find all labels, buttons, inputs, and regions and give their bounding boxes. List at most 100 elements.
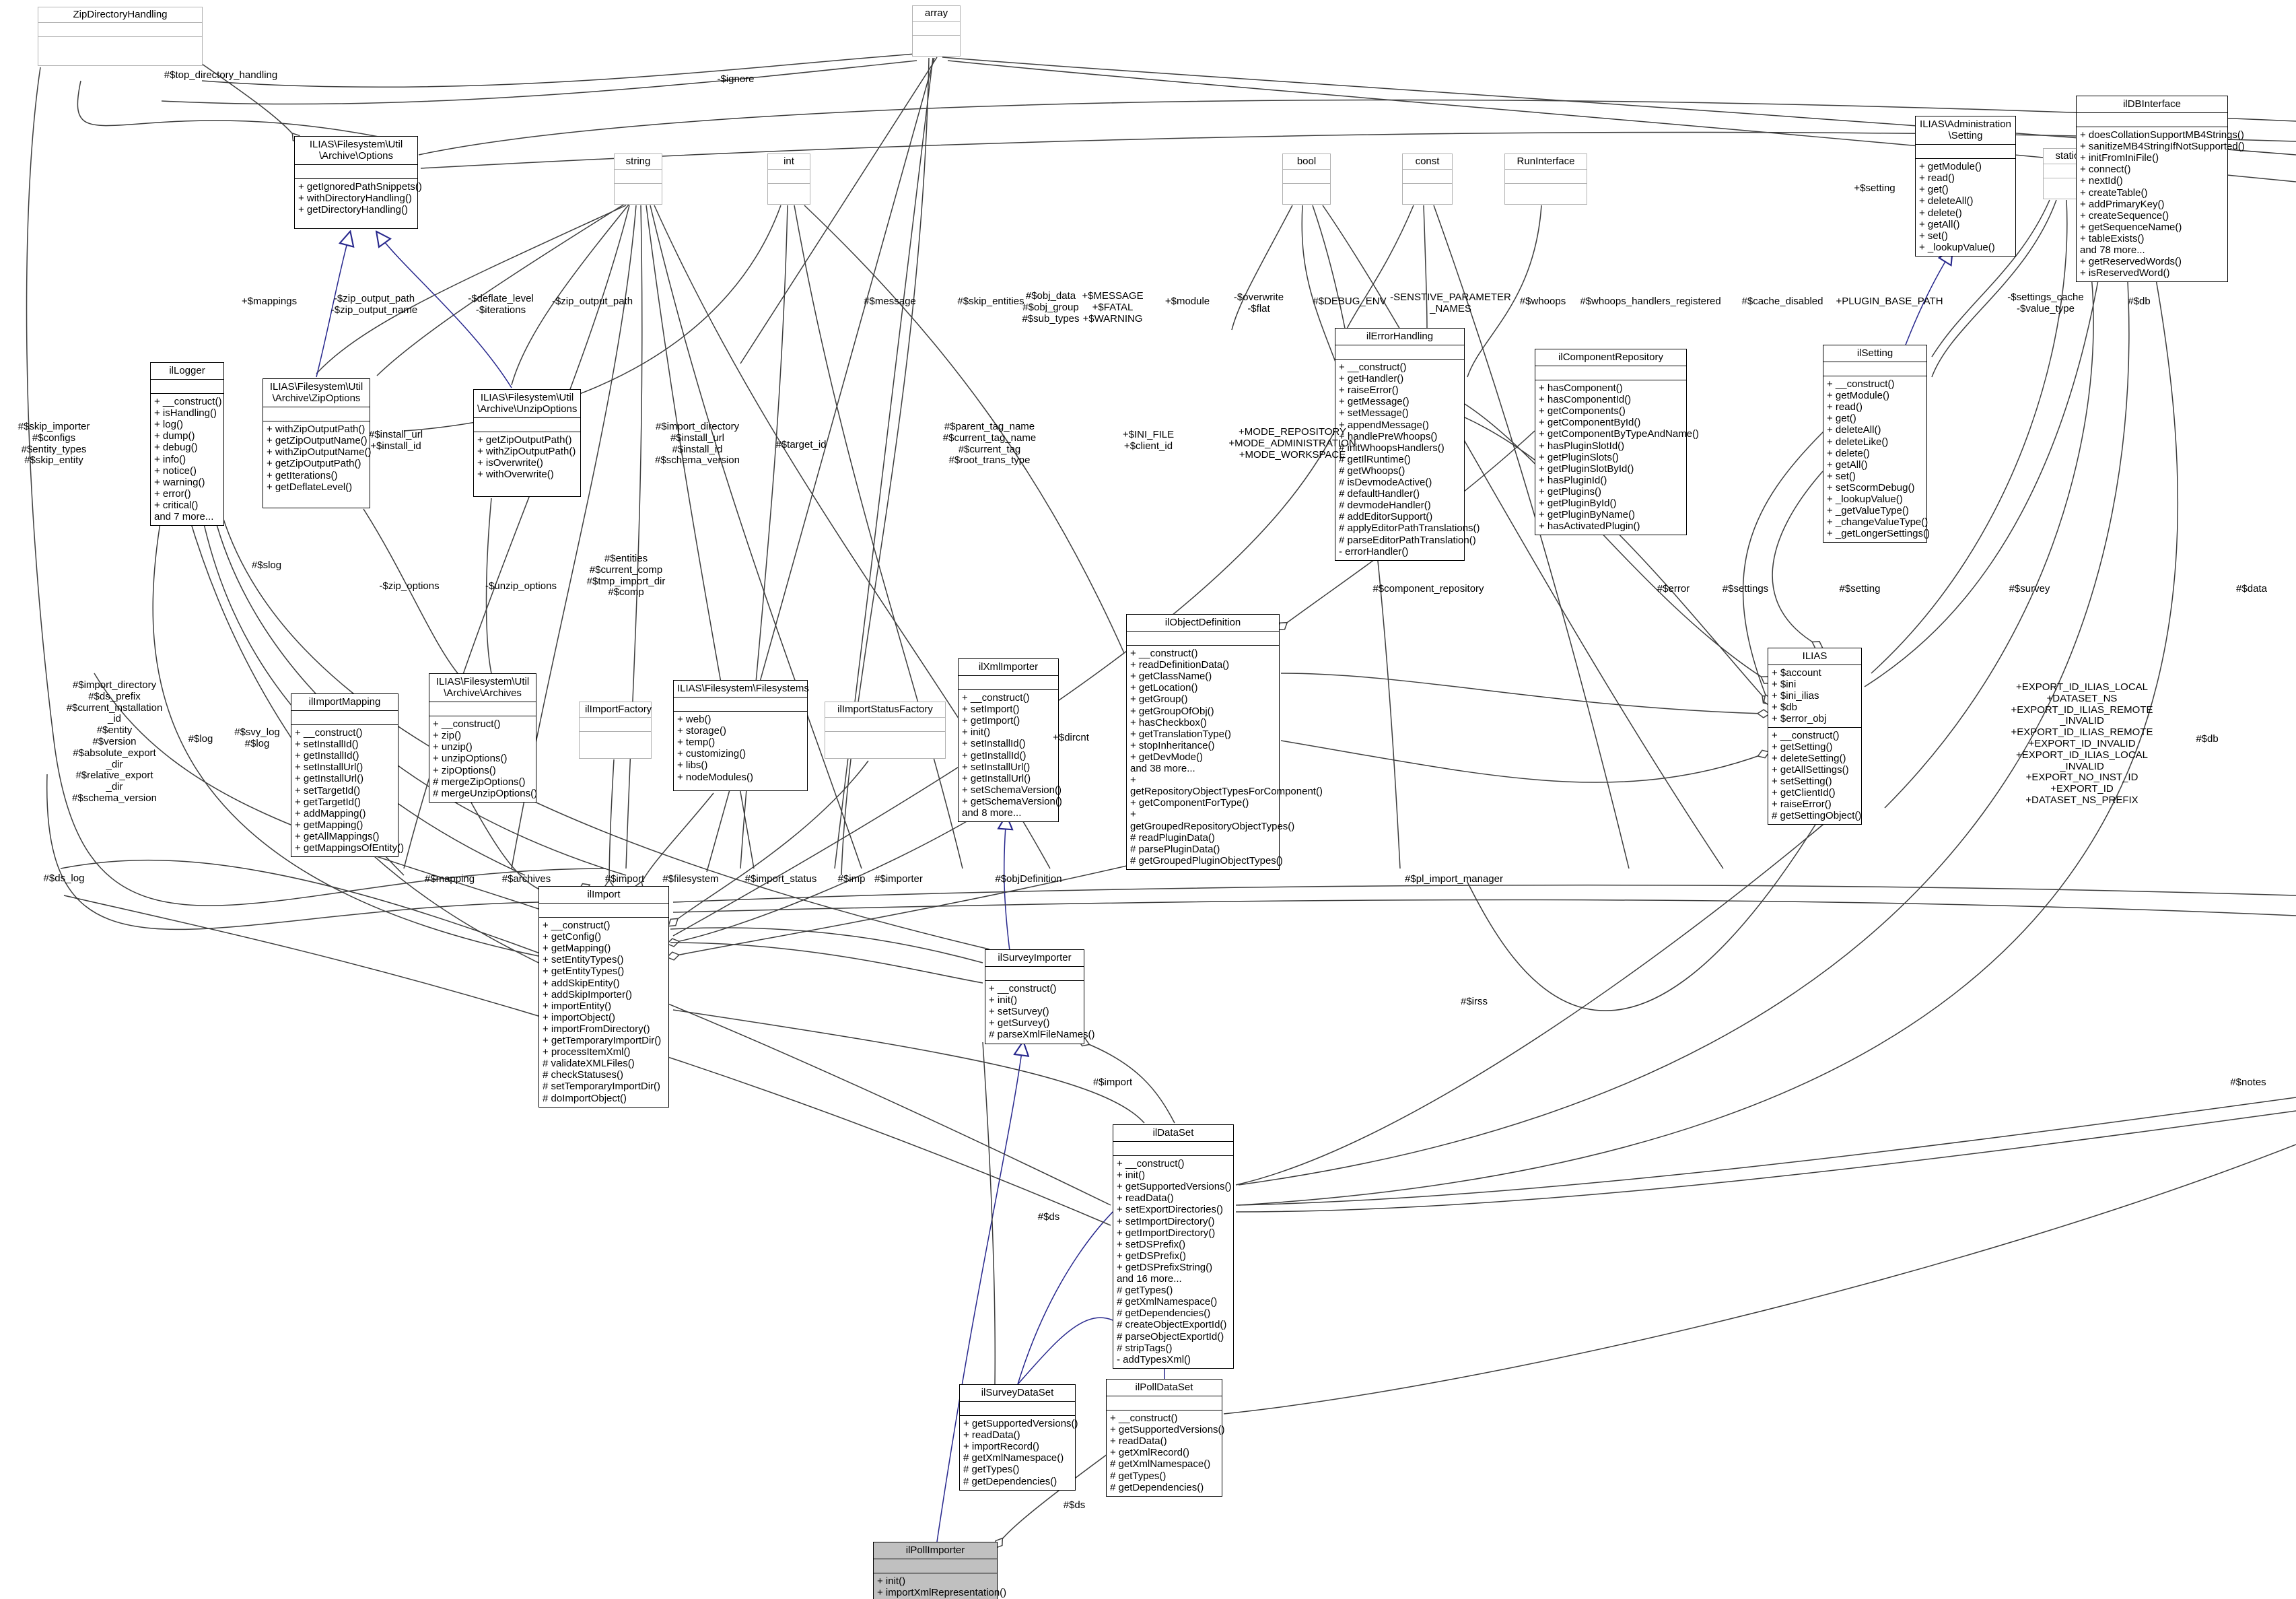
class-operation: # getDependencies() bbox=[1110, 1481, 1204, 1493]
class-operation: # getTypes() bbox=[1117, 1285, 1173, 1297]
class-node-title: ILIAS\Filesystem\Util \Archive\Archives bbox=[429, 674, 536, 703]
class-operation: + setEntityTypes() bbox=[543, 954, 624, 966]
class-node-attributes bbox=[674, 698, 807, 712]
edge-label: #$imp bbox=[837, 873, 866, 885]
class-node-title: ILIAS\Filesystem\Util \Archive\Options bbox=[295, 137, 417, 166]
class-node-runinterface[interactable]: RunInterface bbox=[1504, 154, 1587, 205]
edge-label: #$importer bbox=[874, 873, 923, 885]
class-node-ilias-filesystem-util-archive-archives[interactable]: ILIAS\Filesystem\Util \Archive\Archives +… bbox=[429, 673, 537, 803]
class-node-ilxmlimporter[interactable]: ilXmlImporter+ __construct()+ setImport(… bbox=[958, 658, 1062, 823]
class-operation: + importObject() bbox=[543, 1011, 615, 1023]
class-operation: + readData() bbox=[1110, 1435, 1167, 1448]
class-operation: and 8 more... bbox=[962, 807, 1022, 819]
class-node-ilobjectdefinition[interactable]: ilObjectDefinition+ __construct()+ readD… bbox=[1126, 614, 1323, 870]
class-node-title: ilLogger bbox=[151, 363, 223, 380]
class-operation: + error() bbox=[154, 487, 191, 500]
class-node-ilias-filesystem-util-archive-zipoptions[interactable]: ILIAS\Filesystem\Util \Archive\ZipOption… bbox=[263, 378, 371, 508]
class-operation: + getModule() bbox=[1827, 390, 1889, 402]
class-attribute: + $error_obj bbox=[1772, 713, 1827, 725]
class-operation: + getRepositoryObjectTypesForComponent() bbox=[1130, 774, 1323, 798]
class-node-title: ilErrorHandling bbox=[1335, 329, 1464, 346]
class-operation: + importRecord() bbox=[963, 1441, 1039, 1453]
class-operation: and 38 more... bbox=[1130, 763, 1195, 775]
edge-label: #$pl_import_manager bbox=[1405, 873, 1503, 885]
class-operation: + getPluginSlots() bbox=[1539, 451, 1619, 463]
class-operation: + unzip() bbox=[433, 741, 473, 753]
class-node-operations: + doesCollationSupportMB4Strings()+ sani… bbox=[2077, 127, 2245, 281]
class-operation: + _getValueType() bbox=[1827, 505, 1909, 517]
class-node-const[interactable]: const bbox=[1402, 154, 1453, 205]
class-operation: + libs() bbox=[677, 759, 708, 772]
class-operation: # getXmlNamespace() bbox=[963, 1452, 1064, 1464]
edge-label: +EXPORT_ID_ILIAS_LOCAL +DATASET_NS +EXPO… bbox=[2011, 681, 2153, 806]
class-node-attributes bbox=[1107, 1396, 1222, 1411]
class-operation: + getLocation() bbox=[1130, 682, 1198, 694]
class-node-operations bbox=[1505, 184, 1587, 197]
class-node-ildataset[interactable]: ilDataSet+ __construct()+ init()+ getSup… bbox=[1113, 1124, 1234, 1369]
class-operation: + handlePreWhoops() bbox=[1339, 430, 1438, 442]
class-operation: + delete() bbox=[1919, 207, 1962, 219]
class-node-ilimportmapping[interactable]: ilImportMapping+ __construct()+ setInsta… bbox=[291, 693, 405, 858]
class-node-operations: + web()+ storage()+ temp()+ customizing(… bbox=[674, 712, 807, 786]
edge-label: #$parent_tag_name #$current_tag_name #$c… bbox=[942, 421, 1037, 467]
class-operation: + delete() bbox=[1827, 447, 1870, 459]
class-operation: + importEntity() bbox=[543, 1000, 612, 1012]
class-operation: + setImport() bbox=[962, 704, 1020, 716]
class-node-operations: + __construct()+ getHandler()+ raiseErro… bbox=[1335, 360, 1480, 560]
class-operation: + readData() bbox=[1117, 1192, 1174, 1204]
class-node-int[interactable]: int bbox=[767, 154, 810, 205]
class-node-string[interactable]: string bbox=[614, 154, 662, 205]
class-attribute: + $ini_ilias bbox=[1772, 690, 1819, 702]
class-node-ilias-filesystem-util-archive-unzipoptions[interactable]: ILIAS\Filesystem\Util \Archive\UnzipOpti… bbox=[473, 389, 581, 497]
class-operation: + getMappingsOfEntity() bbox=[295, 842, 405, 854]
class-node-ilsurveyimporter[interactable]: ilSurveyImporter+ __construct()+ init()+… bbox=[985, 949, 1095, 1044]
edge-label: #$cache_disabled bbox=[1741, 296, 1823, 307]
class-node-ilias-filesystem-filesystems[interactable]: ILIAS\Filesystem\Filesystems+ web()+ sto… bbox=[673, 680, 809, 791]
class-node-ilerrorhandling[interactable]: ilErrorHandling + __construct()+ getHandl… bbox=[1335, 328, 1480, 561]
class-node-array[interactable]: array bbox=[912, 5, 961, 57]
class-node-operations: + __construct()+ getSetting()+ deleteSet… bbox=[1768, 728, 1861, 825]
class-node-zipdirectoryhandling[interactable]: ZipDirectoryHandling bbox=[38, 7, 203, 66]
class-node-operations bbox=[38, 37, 202, 50]
class-operation: + getEntityTypes() bbox=[543, 965, 625, 978]
class-node-attributes bbox=[1505, 170, 1587, 184]
edge-label: #$irss bbox=[1460, 996, 1488, 1007]
class-node-ilimportfactory[interactable]: ilImportFactory bbox=[579, 702, 652, 759]
class-operation: + __construct() bbox=[1827, 378, 1895, 390]
class-node-ilias[interactable]: ILIAS+ $account+ $ini+ $ini_ilias+ $db+ … bbox=[1768, 648, 1862, 825]
class-node-ilcomponentrepository[interactable]: ilComponentRepository+ hasComponent()+ h… bbox=[1535, 349, 1699, 536]
class-operation: + getDevMode() bbox=[1130, 751, 1203, 763]
class-node-title: ilPollImporter bbox=[874, 1542, 997, 1560]
class-operation: + set() bbox=[1827, 470, 1856, 482]
class-node-ilpollimporter[interactable]: ilPollImporter+ init()+ importXmlReprese… bbox=[873, 1542, 1006, 1599]
class-node-bool[interactable]: bool bbox=[1282, 154, 1331, 205]
class-node-title: ZipDirectoryHandling bbox=[38, 7, 202, 24]
class-node-ilpolldataset[interactable]: ilPollDataSet+ __construct()+ getSupport… bbox=[1106, 1379, 1225, 1497]
edge-label: +$mappings bbox=[241, 296, 298, 307]
class-operation: # defaultHandler() bbox=[1339, 488, 1420, 500]
class-node-illogger[interactable]: ilLogger+ __construct()+ isHandling()+ l… bbox=[150, 362, 224, 526]
edge-label: #$objDefinition bbox=[995, 873, 1062, 885]
class-node-ilimportstatusfactory[interactable]: ilImportStatusFactory bbox=[825, 702, 946, 759]
class-operation: + _lookupValue() bbox=[1827, 494, 1903, 506]
class-operation: + getIterations() bbox=[267, 469, 338, 481]
class-operation: + init() bbox=[962, 726, 991, 739]
class-operation: + getModule() bbox=[1919, 161, 1982, 173]
class-node-ilsurveydataset[interactable]: ilSurveyDataSet+ getSupportedVersions()+… bbox=[959, 1384, 1078, 1491]
class-operation: + _lookupValue() bbox=[1919, 241, 1995, 253]
class-operation: + setMessage() bbox=[1339, 407, 1409, 419]
class-node-ilsetting[interactable]: ilSetting+ __construct()+ getModule()+ r… bbox=[1823, 345, 1930, 543]
edge-label: -$ignore bbox=[717, 73, 755, 85]
class-operation: + __construct() bbox=[433, 718, 501, 730]
class-node-ilimport[interactable]: ilImport+ __construct()+ getConfig()+ ge… bbox=[538, 886, 669, 1108]
class-operation: + isOverwrite() bbox=[477, 457, 543, 469]
class-node-ilias-filesystem-util-archive-options[interactable]: ILIAS\Filesystem\Util \Archive\Options+ … bbox=[294, 136, 422, 229]
class-node-operations: + getZipOutputPath()+ withZipOutputPath(… bbox=[474, 432, 580, 483]
class-operation: + setSchemaVersion() bbox=[962, 784, 1062, 796]
class-operation: + getSetting() bbox=[1772, 741, 1833, 753]
class-node-ildbinterface[interactable]: ilDBInterface+ doesCollationSupportMB4St… bbox=[2076, 96, 2245, 283]
class-node-ilias-administration-setting[interactable]: ILIAS\Administration \Setting+ getModule… bbox=[1915, 116, 2016, 257]
class-node-operations: + __construct()+ getModule()+ read()+ ge… bbox=[1823, 376, 1930, 542]
class-operation: + connect() bbox=[2080, 164, 2131, 176]
class-node-attributes bbox=[1916, 145, 2015, 160]
